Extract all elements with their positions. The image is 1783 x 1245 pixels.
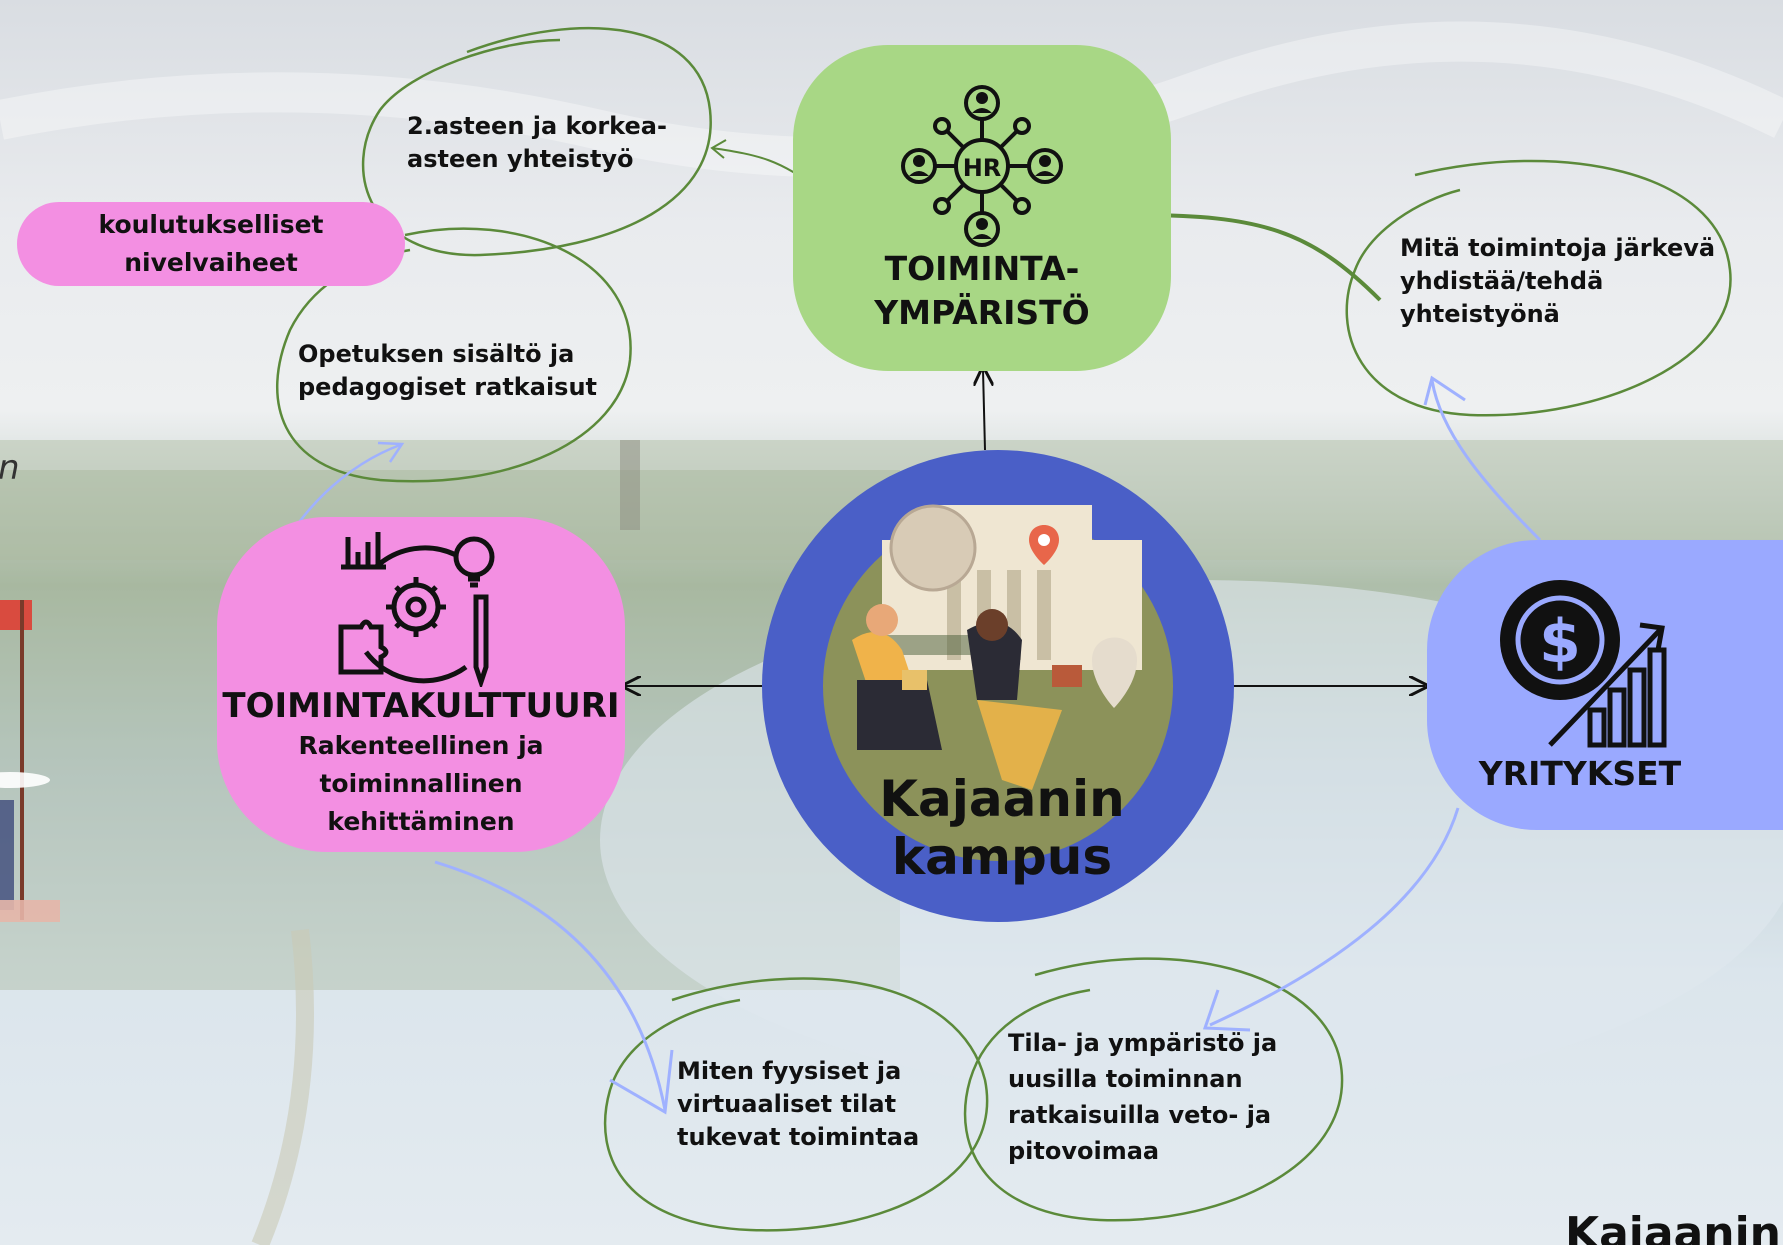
toimintaymparisto-title-line2: YMPÄRISTÖ <box>874 293 1090 332</box>
center-title: Kajaanin kampus <box>862 770 1142 886</box>
center-node <box>762 450 1234 922</box>
campus-illustration <box>823 504 1173 861</box>
bottom-right-partial-text: Kajaanin <box>1565 1208 1781 1245</box>
arrow-blue-to-vetovoima <box>1209 807 1460 1027</box>
toimintakulttuuri-title: TOIMINTAKULTTUURI <box>222 686 620 726</box>
toimintakulttuuri-sub-line3: kehittäminen <box>327 807 515 836</box>
hr-network-icon: HR <box>901 85 1063 247</box>
toimintaymparisto-title-line1: TOIMINTA- <box>884 249 1080 288</box>
note-asteet: 2.asteen ja korkea- asteen yhteistyö <box>407 110 667 176</box>
note-vetovoima-line4: pitovoimaa <box>1008 1137 1160 1165</box>
pill-nivelvaiheet: koulutukselliset nivelvaiheet <box>17 202 405 286</box>
node-toimintaymparisto: HR TOIMINTA- YMPÄRISTÖ <box>793 45 1171 371</box>
note-vetovoima: Tila- ja ympäristö ja uusilla toiminnan … <box>1008 1025 1277 1169</box>
note-vetovoima-line1: Tila- ja ympäristö ja <box>1008 1029 1278 1057</box>
arrow-blue-to-toiminnot <box>1430 379 1542 542</box>
svg-text:$: $ <box>1539 607 1581 677</box>
pill-line2: nivelvaiheet <box>124 248 298 277</box>
sketch-ellipse-tilat <box>603 977 989 1232</box>
toimintakulttuuri-sub-line1: Rakenteellinen ja <box>298 731 544 760</box>
sketch-ellipse-vetovoima <box>963 957 1344 1222</box>
note-tilat-line2: virtuaaliset tilat <box>677 1090 897 1118</box>
toimintakulttuuri-sub-line2: toiminnallinen <box>319 769 523 798</box>
note-opetus: Opetuksen sisältö ja pedagogiset ratkais… <box>298 338 597 404</box>
note-tilat-line1: Miten fyysiset ja <box>677 1057 902 1085</box>
arrow-to-toimintaymparisto <box>983 370 985 451</box>
center-title-line2: kampus <box>891 828 1113 886</box>
note-toiminnot-line1: Mitä toimintoja järkevä <box>1400 234 1716 262</box>
left-edge-partial-text: n <box>0 448 20 488</box>
svg-text:HR: HR <box>963 154 1002 182</box>
note-toiminnot-line3: yhteistyönä <box>1400 300 1560 328</box>
arrow-blue-to-tilat <box>434 860 667 1111</box>
note-opetus-line1: Opetuksen sisältö ja <box>298 340 575 368</box>
node-yritykset: $ YRITYKSET <box>1427 540 1783 830</box>
note-tilat: Miten fyysiset ja virtuaaliset tilat tuk… <box>677 1055 919 1154</box>
sketch-ellipse-asteet <box>361 26 712 257</box>
note-tilat-line3: tukevat toimintaa <box>677 1123 920 1151</box>
note-toiminnot: Mitä toimintoja järkevä yhdistää/tehdä y… <box>1400 232 1715 331</box>
note-asteet-line2: asteen yhteistyö <box>407 145 634 173</box>
yritykset-title: YRITYKSET <box>1478 754 1682 793</box>
arrow-green-to-toimintaymparisto <box>1134 213 1382 302</box>
note-vetovoima-line3: ratkaisuilla veto- ja <box>1008 1101 1272 1129</box>
note-opetus-line2: pedagogiset ratkaisut <box>298 373 598 401</box>
sketch-ellipse-opetus <box>276 227 632 483</box>
note-asteet-line1: 2.asteen ja korkea- <box>407 112 667 140</box>
node-toimintakulttuuri: TOIMINTAKULTTUURI Rakenteellinen ja toim… <box>217 517 625 852</box>
sketch-ellipse-toiminnot <box>1345 159 1732 417</box>
strategy-gear-icon <box>338 532 495 687</box>
note-vetovoima-line2: uusilla toiminnan <box>1008 1065 1243 1093</box>
center-title-line1: Kajaanin <box>879 770 1125 828</box>
note-toiminnot-line2: yhdistää/tehdä <box>1400 267 1604 295</box>
dollar-growth-icon: $ <box>1500 580 1667 748</box>
pill-line1: koulutukselliset <box>98 210 324 239</box>
